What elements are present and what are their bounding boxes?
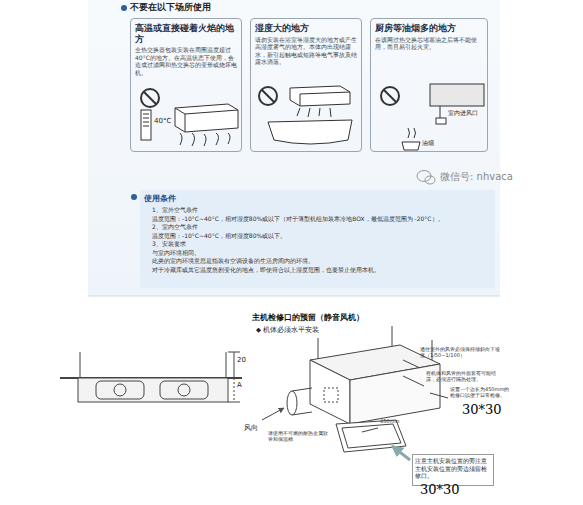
callout-text: ◆ 机体必须水平安装	[256, 327, 319, 335]
box-text: 2、室内空气条件	[152, 223, 491, 231]
box-text: 与室内环境相同。	[152, 249, 491, 257]
callout-text: 20	[237, 356, 246, 364]
heat-scene	[141, 89, 238, 146]
box-heading: 高温或直接碰着火焰的地方	[135, 23, 237, 44]
box-text: 1、室外空气条件	[152, 206, 491, 214]
box-text: 3、安装要求	[152, 240, 491, 248]
warning-box: 高温或直接碰着火焰的地方全热交换器包装安装在周围温度超过40°C的地方。在高温状…	[130, 18, 242, 152]
box-text: 全热交换器包装安装在周围温度超过40°C的地方。在高温状态下使用，会造成过滤网和…	[135, 46, 237, 76]
dimension-note: 30*30	[420, 482, 460, 498]
callout-text: 设置一个边长为450mm的检修口以便于日常检修。	[450, 386, 510, 398]
bath-scene	[259, 86, 352, 144]
box-text: 此类的室内环境意思是指装有空调设备的生活房间内的环境。	[152, 257, 491, 265]
ceiling-front-view	[60, 352, 242, 402]
section-title: 不要在以下场所使用	[130, 2, 211, 13]
note-box: 注意主机安装位置的旁注意主机安装位置的旁边须留检修口。	[412, 454, 494, 486]
box-text: 注意主机安装位置的旁注意主机安装位置的旁边须留检修口。	[415, 457, 491, 480]
callout-text: 在机体和风管的外面套有可能结露，必须进行隔热处理。	[426, 370, 502, 382]
box-text: 请勿安装在浴室等湿度大的地方或产生高湿度雾气的地方。本体内出现结露水，新引起触电…	[255, 36, 357, 66]
box-text: 对于冷藏库或其它温度急剧变化的地点，即使符合以上湿度范围，也要禁止使用本机。	[152, 266, 491, 274]
kitchen-scene	[381, 84, 484, 150]
box-text: 温度范围：-10°C~40°C，相对湿度80%或以下。	[152, 232, 491, 240]
callout-text: 风向	[244, 424, 258, 432]
callout-text: 450mm	[380, 418, 399, 424]
callout-text: 40°C	[154, 117, 171, 125]
box-heading: 使用条件	[144, 194, 491, 204]
dimension-note: 30*30	[462, 402, 502, 418]
condition-band: 使用条件 1、室外空气条件温度范围：-10°C~40°C，相对湿度80%或以下（对…	[140, 190, 495, 288]
bullet	[121, 5, 127, 11]
callout-text: 室内进风口	[448, 110, 478, 117]
warning-box: 厨房等油烟多的地方在该网过热交换芯堵塞油之后将不能使用，而且易引起火灾。	[370, 18, 488, 152]
box-heading: 厨房等油烟多的地方	[375, 23, 483, 34]
warning-box: 湿度大的地方请勿安装在浴室等湿度大的地方或产生高湿度雾气的地方。本体内出现结露水…	[250, 18, 362, 152]
panel-ground	[88, 0, 500, 296]
wechat-icon	[417, 171, 435, 185]
callout-text: 主机检修口的预留（静音风机）	[252, 313, 364, 323]
box-text: 温度范围：-10°C~40°C，相对湿度80%或以下（对于薄型机组加装寒冷地BO…	[152, 215, 491, 223]
box-text: 在该网过热交换芯堵塞油之后将不能使用，而且易引起火灾。	[375, 36, 483, 51]
box-heading: 湿度大的地方	[255, 23, 357, 34]
callout-text: 通往室外的风管必须保持倾斜向下坡度（1/50~1/100）	[420, 346, 500, 358]
callout-text: A	[237, 381, 242, 389]
callout-text: 油烟	[422, 140, 434, 147]
watermark: 微信号: nhvaca	[440, 171, 513, 183]
callout-text: 请使用不可燃的耐热金属软管和保温棉	[268, 430, 330, 442]
bullet	[131, 194, 137, 200]
